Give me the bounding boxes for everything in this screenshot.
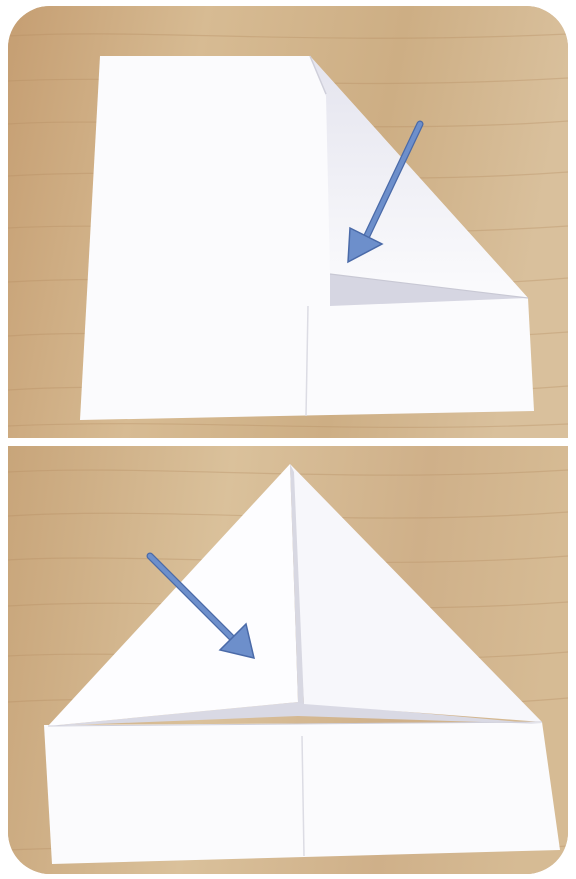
instruction-frame (8, 6, 568, 874)
step-divider (8, 438, 568, 446)
step-1-photo (8, 6, 568, 438)
step-2-photo (8, 446, 568, 874)
